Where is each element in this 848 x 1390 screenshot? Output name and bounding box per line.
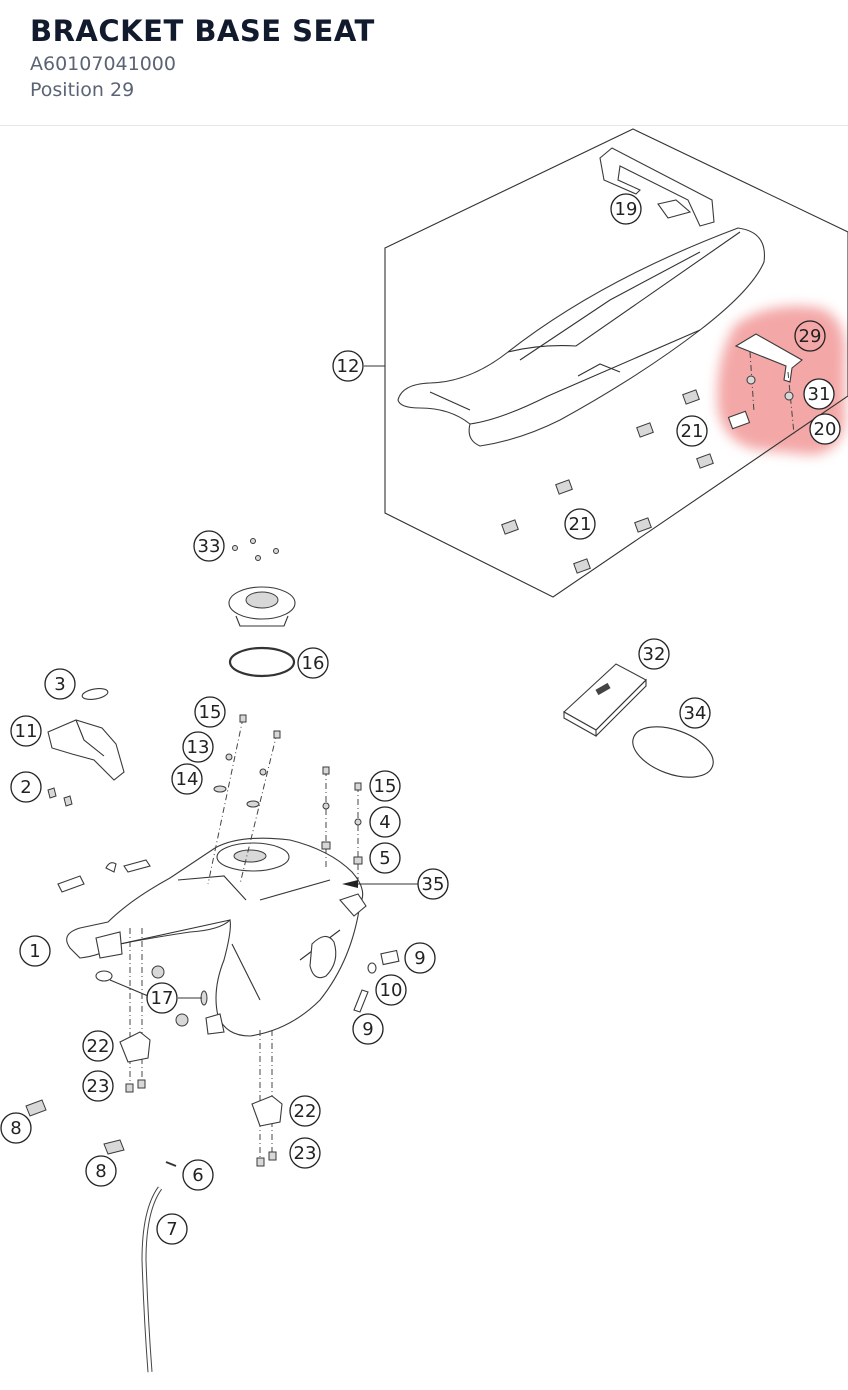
- svg-text:23: 23: [294, 1143, 317, 1164]
- callout-2[interactable]: 2: [10, 771, 42, 803]
- callout-20[interactable]: 20: [809, 413, 841, 445]
- callout-9-2[interactable]: 9: [352, 1013, 384, 1045]
- part-tool-bag: [563, 663, 647, 737]
- callout-4[interactable]: 4: [369, 806, 401, 838]
- svg-text:7: 7: [166, 1219, 177, 1240]
- callout-33[interactable]: 33: [193, 530, 225, 562]
- svg-text:31: 31: [808, 384, 831, 405]
- svg-text:9: 9: [362, 1019, 373, 1040]
- svg-text:21: 21: [569, 514, 592, 535]
- callout-9[interactable]: 9: [404, 942, 436, 974]
- part-grab-handle: [599, 147, 715, 227]
- part-mount-bracket-22a: [119, 1031, 151, 1063]
- part-fuel-cap: [228, 538, 296, 627]
- callout-34[interactable]: 34: [679, 697, 711, 729]
- seat-group-frame: [384, 128, 848, 598]
- svg-text:9: 9: [414, 948, 425, 969]
- callout-23[interactable]: 23: [82, 1070, 114, 1102]
- part-seal-ring: [228, 646, 296, 678]
- callout-6[interactable]: 6: [182, 1159, 214, 1191]
- svg-text:10: 10: [380, 980, 403, 1001]
- part-seat: [397, 227, 766, 447]
- callout-19[interactable]: 19: [610, 193, 642, 225]
- callout-labels: 1234567889910111213141515161719202121222…: [0, 193, 841, 1245]
- callout-14[interactable]: 14: [171, 763, 203, 795]
- svg-text:33: 33: [198, 536, 221, 557]
- callout-5[interactable]: 5: [369, 842, 401, 874]
- part-tool-bag-cover: [632, 726, 714, 778]
- svg-text:6: 6: [192, 1165, 203, 1186]
- callout-16[interactable]: 16: [297, 647, 329, 679]
- svg-text:20: 20: [814, 419, 837, 440]
- callout-11[interactable]: 11: [10, 715, 42, 747]
- svg-text:19: 19: [615, 199, 638, 220]
- part-screws-2: [47, 787, 73, 807]
- part-clamp-6: [165, 1161, 177, 1167]
- callout-15-2[interactable]: 15: [369, 770, 401, 802]
- part-mount-bracket-22b: [251, 1095, 283, 1127]
- callout-22-2[interactable]: 22: [289, 1095, 321, 1127]
- part-brackets-8: [25, 1099, 125, 1155]
- part-number: A60107041000: [30, 53, 176, 75]
- svg-text:14: 14: [176, 769, 199, 790]
- callout-8-2[interactable]: 8: [85, 1155, 117, 1187]
- part-bracket-base-seat: [727, 333, 803, 435]
- callout-3[interactable]: 3: [44, 668, 76, 700]
- callout-32[interactable]: 32: [638, 638, 670, 670]
- svg-text:22: 22: [87, 1036, 110, 1057]
- svg-text:8: 8: [95, 1161, 106, 1182]
- part-header: BRACKET BASE SEAT A60107041000 Position …: [0, 0, 848, 126]
- callout-1[interactable]: 1: [19, 935, 51, 967]
- part-side-cover: [47, 719, 125, 781]
- svg-text:15: 15: [199, 702, 222, 723]
- svg-text:15: 15: [374, 776, 397, 797]
- svg-text:23: 23: [87, 1076, 110, 1097]
- part-pads: [353, 949, 400, 1013]
- callout-17[interactable]: 17: [146, 982, 178, 1014]
- part-rubber-dampers: [95, 965, 208, 1027]
- callout-35[interactable]: 35: [417, 868, 449, 900]
- svg-text:29: 29: [799, 326, 822, 347]
- callout-22[interactable]: 22: [82, 1030, 114, 1062]
- callout-12[interactable]: 12: [332, 350, 364, 382]
- svg-text:2: 2: [20, 777, 31, 798]
- svg-text:4: 4: [379, 812, 390, 833]
- part-seat-nuts: [501, 389, 714, 574]
- position-label: Position 29: [30, 79, 135, 101]
- svg-text:32: 32: [643, 644, 666, 665]
- exploded-parts-diagram: 1234567889910111213141515161719202121222…: [0, 128, 848, 1373]
- part-title: BRACKET BASE SEAT: [30, 14, 375, 48]
- callout-15[interactable]: 15: [194, 696, 226, 728]
- part-fuel-tank: [66, 837, 367, 1037]
- svg-text:13: 13: [187, 737, 210, 758]
- callout-13[interactable]: 13: [182, 731, 214, 763]
- svg-text:1: 1: [29, 941, 40, 962]
- callout-21-2[interactable]: 21: [564, 508, 596, 540]
- svg-text:35: 35: [422, 874, 445, 895]
- leader-35: [342, 880, 418, 888]
- svg-text:17: 17: [151, 988, 174, 1009]
- svg-text:5: 5: [379, 848, 390, 869]
- callout-29[interactable]: 29: [794, 320, 826, 352]
- svg-text:21: 21: [681, 421, 704, 442]
- svg-text:16: 16: [302, 653, 325, 674]
- part-grommet: [81, 688, 109, 700]
- callout-10[interactable]: 10: [375, 974, 407, 1006]
- part-fuel-hose: [141, 1186, 163, 1373]
- svg-text:8: 8: [10, 1118, 21, 1139]
- callout-31[interactable]: 31: [803, 378, 835, 410]
- part-small-clips: [57, 859, 151, 893]
- callout-23-2[interactable]: 23: [289, 1137, 321, 1169]
- part-bolts: [125, 714, 363, 1167]
- callout-21[interactable]: 21: [676, 415, 708, 447]
- callout-7[interactable]: 7: [156, 1213, 188, 1245]
- callout-8[interactable]: 8: [0, 1112, 32, 1144]
- svg-text:3: 3: [54, 674, 65, 695]
- svg-text:22: 22: [294, 1101, 317, 1122]
- svg-text:12: 12: [337, 356, 360, 377]
- svg-text:34: 34: [684, 703, 707, 724]
- svg-text:11: 11: [15, 721, 38, 742]
